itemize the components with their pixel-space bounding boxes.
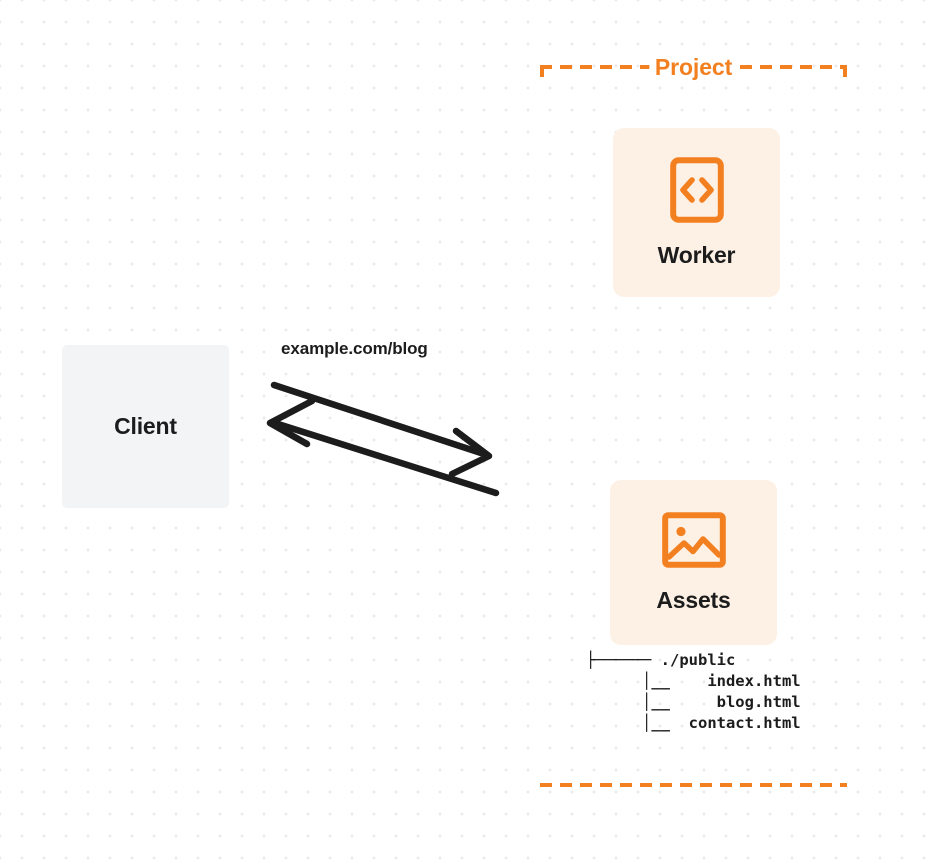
assets-node[interactable]: Assets bbox=[610, 480, 777, 645]
project-border-bottom bbox=[540, 783, 847, 787]
file-tree-line: │__ index.html bbox=[586, 672, 801, 690]
client-label: Client bbox=[114, 413, 177, 439]
worker-label: Worker bbox=[657, 241, 736, 268]
client-node[interactable]: Client bbox=[62, 345, 229, 508]
code-brackets-icon bbox=[669, 156, 724, 228]
project-border-left bbox=[540, 65, 544, 787]
assets-label: Assets bbox=[656, 586, 731, 613]
file-tree-line: │__ blog.html bbox=[586, 693, 801, 711]
worker-node[interactable]: Worker bbox=[613, 128, 780, 297]
file-tree-line: │__ contact.html bbox=[586, 714, 801, 732]
project-border-right bbox=[843, 65, 847, 787]
request-url-label: example.com/blog bbox=[281, 339, 428, 358]
project-title: Project bbox=[648, 52, 739, 82]
image-picture-icon bbox=[661, 511, 726, 573]
file-tree-line: ├────── ./public bbox=[586, 651, 736, 669]
project-container: Project bbox=[540, 52, 847, 787]
assets-file-tree: ├────── ./public │__ index.html │__ blog… bbox=[586, 650, 801, 734]
response-arrow bbox=[266, 397, 500, 497]
request-arrow bbox=[270, 381, 493, 478]
